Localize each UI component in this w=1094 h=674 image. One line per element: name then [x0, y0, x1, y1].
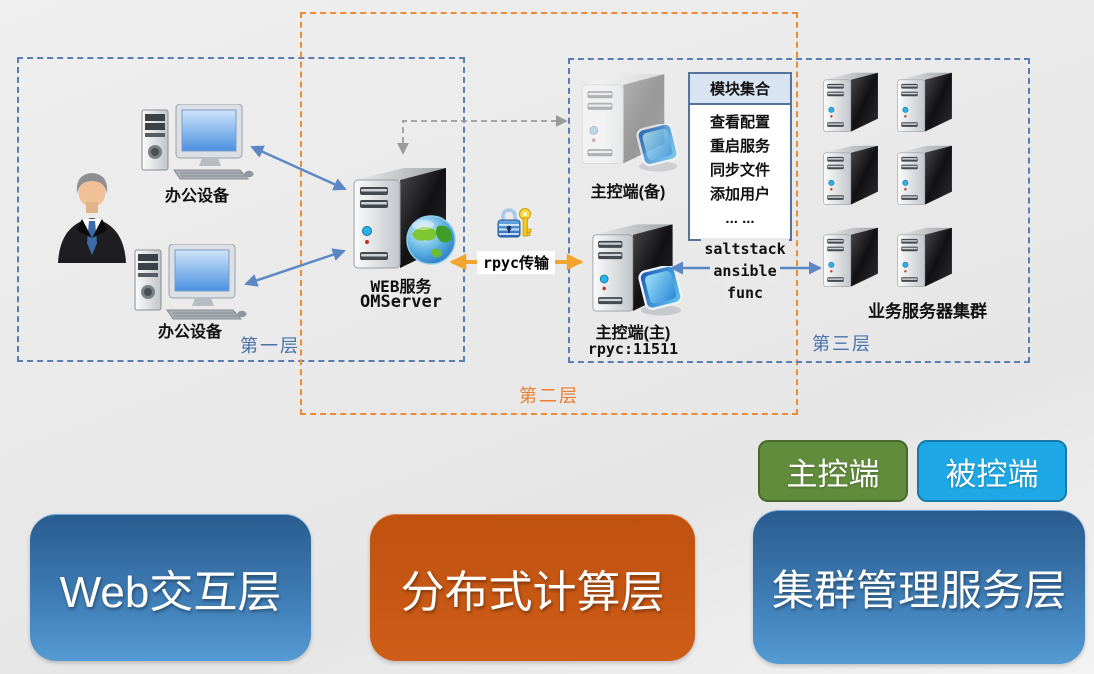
- layer2-label: 第二层: [519, 386, 579, 406]
- cluster-management-layer-panel: 集群管理服务层: [753, 510, 1085, 664]
- office-device-2-label: 办公设备: [157, 324, 222, 341]
- master-primary-port: rpyc:11511: [587, 340, 679, 358]
- tool-func: func: [723, 282, 767, 304]
- web-server-name: WEB服务: [370, 277, 432, 296]
- cluster-server-icon: [818, 223, 886, 289]
- cluster-management-layer-label: 集群管理服务层: [771, 567, 1066, 614]
- module-item: 同步文件: [709, 162, 770, 179]
- layer2-boundary: [300, 12, 798, 415]
- legend-master-badge[interactable]: 主控端: [758, 440, 908, 502]
- distributed-computing-layer-panel: 分布式计算层: [370, 514, 695, 661]
- web-server-subtitle: OMServer: [360, 292, 442, 312]
- cluster-server-icon: [818, 141, 886, 207]
- tool-saltstack: saltstack: [701, 238, 789, 260]
- cluster-server-icon: [892, 141, 960, 207]
- user-person-icon: [52, 168, 132, 263]
- cluster-server-icon: [818, 68, 886, 134]
- layer3-boundary: [568, 58, 1030, 363]
- cluster-server-icon: [892, 68, 960, 134]
- master-backup-label: 主控端(备): [590, 184, 666, 201]
- cluster-label: 业务服务器集群: [868, 302, 987, 321]
- module-panel: 模块集合 查看配置 重启服务 同步文件 添加用户 ... ...: [688, 72, 792, 241]
- cluster-server-icon: [892, 223, 960, 289]
- module-item: 查看配置: [709, 114, 770, 131]
- office-computer-1-icon: [140, 104, 254, 182]
- module-item: 添加用户: [709, 186, 770, 203]
- rpyc-link-label: rpyc传输: [477, 251, 555, 274]
- web-interaction-layer-panel: Web交互层: [30, 514, 311, 661]
- layer1-label: 第一层: [240, 336, 300, 356]
- office-device-1-label: 办公设备: [164, 188, 229, 205]
- lock-key-icon: [496, 206, 534, 240]
- distributed-computing-layer-label: 分布式计算层: [400, 568, 665, 617]
- globe-icon: [405, 214, 457, 266]
- master-primary-label: 主控端(主): [595, 325, 671, 342]
- web-interaction-layer-label: Web交互层: [59, 568, 282, 617]
- tool-ansible: ansible: [710, 260, 780, 282]
- module-item: ... ...: [725, 210, 755, 227]
- legend-minion-badge[interactable]: 被控端: [917, 440, 1067, 502]
- master-backup-folder-icon: [635, 124, 681, 172]
- layer3-label: 第三层: [812, 334, 872, 354]
- layer1-boundary: [17, 57, 465, 362]
- module-panel-title: 模块集合: [690, 74, 790, 105]
- office-computer-2-icon: [133, 244, 247, 322]
- module-item-list: 查看配置 重启服务 同步文件 添加用户 ... ...: [690, 105, 790, 239]
- legend-minion-label: 被控端: [945, 456, 1039, 492]
- module-item: 重启服务: [709, 138, 770, 155]
- tools-stack: saltstack ansible func: [694, 238, 796, 304]
- master-primary-folder-icon: [637, 266, 685, 316]
- legend-master-label: 主控端: [786, 456, 880, 492]
